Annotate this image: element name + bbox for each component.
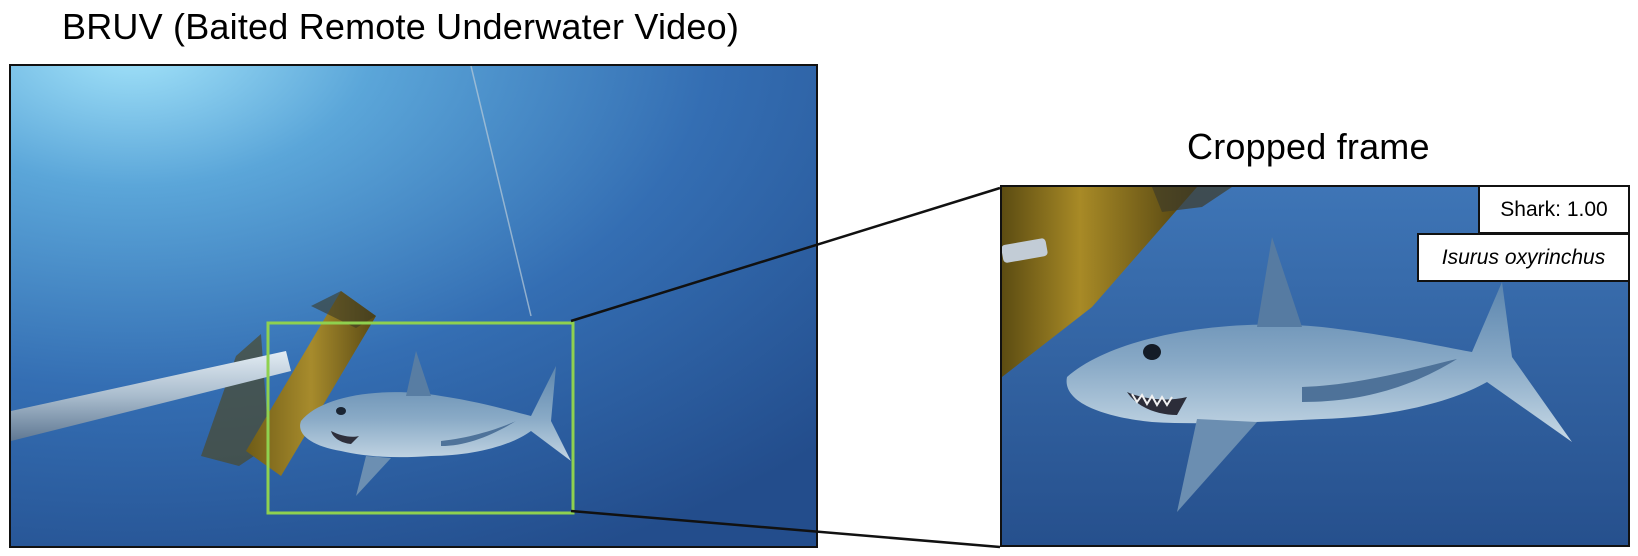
panel-title-bruv: BRUV (Baited Remote Underwater Video) (62, 6, 740, 47)
detection-box (266, 321, 575, 515)
bruv-video-frame (9, 64, 818, 548)
cropped-frame (1000, 185, 1630, 547)
species-label: Isurus oxyrinchus (1417, 233, 1630, 282)
shark-figure-cropped (1066, 237, 1572, 512)
shark-figure (300, 351, 571, 496)
panel-title-cropped: Cropped frame (1187, 126, 1430, 167)
detection-score-label: Shark: 1.00 (1478, 185, 1630, 234)
